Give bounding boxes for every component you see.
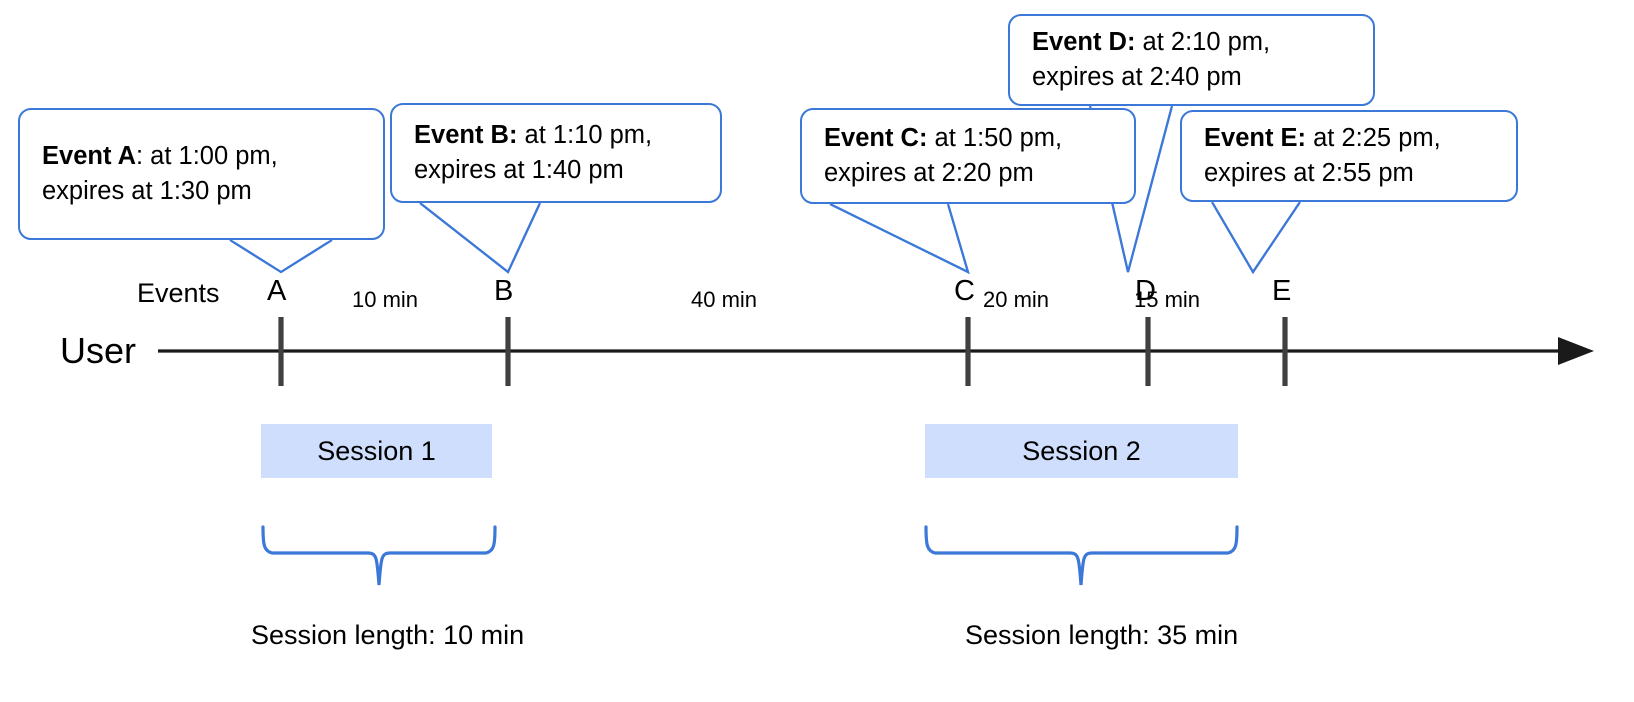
callout-event-a: Event A: at 1:00 pm, expires at 1:30 pm <box>18 108 385 240</box>
callout-event-c: Event C: at 1:50 pm, expires at 2:20 pm <box>800 108 1136 204</box>
session-length-label-1: Session length: 10 min <box>251 620 525 650</box>
duration-label-b-c: 40 min <box>691 287 758 312</box>
callout-event-c-line2: expires at 2:20 pm <box>824 159 1034 187</box>
callout-tail-a <box>18 238 385 274</box>
session-box-2-label: Session 2 <box>1022 435 1141 466</box>
callout-event-b-line1: Event B: at 1:10 pm, <box>414 121 653 149</box>
axis-label-user: User <box>60 330 137 371</box>
timeline-axis <box>158 337 1594 365</box>
callout-tail-c <box>820 202 970 275</box>
callout-event-e-line2: expires at 2:55 pm <box>1204 159 1414 187</box>
callout-event-a-line2: expires at 1:30 pm <box>42 177 252 205</box>
callout-event-b-line2: expires at 1:40 pm <box>414 156 624 184</box>
callout-event-e: Event E: at 2:25 pm, expires at 2:55 pm <box>1180 110 1518 202</box>
callout-event-c-line1: Event C: at 1:50 pm, <box>824 124 1063 152</box>
tick-label-d: D <box>1135 275 1156 307</box>
tick-label-a: A <box>267 275 287 307</box>
callout-event-c-text: Event C: at 1:50 pm, expires at 2:20 pm <box>824 121 1124 191</box>
callout-tail-b <box>410 201 550 274</box>
tick-label-c: C <box>954 275 975 307</box>
callout-event-e-text: Event E: at 2:25 pm, expires at 2:55 pm <box>1204 121 1506 191</box>
callout-event-a-text: Event A: at 1:00 pm, expires at 1:30 pm <box>42 139 373 209</box>
events-row-label: Events <box>137 278 220 308</box>
callout-event-b: Event B: at 1:10 pm, expires at 1:40 pm <box>390 103 722 203</box>
callout-event-d-text: Event D: at 2:10 pm, expires at 2:40 pm <box>1032 25 1363 95</box>
callout-event-b-text: Event B: at 1:10 pm, expires at 1:40 pm <box>414 118 710 188</box>
axis-tick-marks <box>278 317 1288 386</box>
callout-event-d: Event D: at 2:10 pm, expires at 2:40 pm <box>1008 14 1375 106</box>
callout-event-d-line1: Event D: at 2:10 pm, <box>1032 28 1271 56</box>
session-box-2: Session 2 <box>925 424 1238 478</box>
duration-label-a-b: 10 min <box>352 287 419 312</box>
session-box-1-label: Session 1 <box>317 435 436 466</box>
session-length-label-2: Session length: 35 min <box>965 620 1239 650</box>
brace-session-1 <box>261 525 497 586</box>
callout-event-e-line1: Event E: at 2:25 pm, <box>1204 124 1441 152</box>
duration-label-d-e: 15 min <box>1134 287 1201 312</box>
tick-label-e: E <box>1272 275 1292 307</box>
tick-label-b: B <box>494 275 514 307</box>
duration-label-c-d: 20 min <box>983 287 1050 312</box>
callout-event-d-line2: expires at 2:40 pm <box>1032 63 1242 91</box>
brace-session-2 <box>924 525 1239 586</box>
callout-tail-e <box>1202 200 1310 275</box>
callout-event-a-line1: Event A: at 1:00 pm, <box>42 142 278 170</box>
session-box-1: Session 1 <box>261 424 492 478</box>
